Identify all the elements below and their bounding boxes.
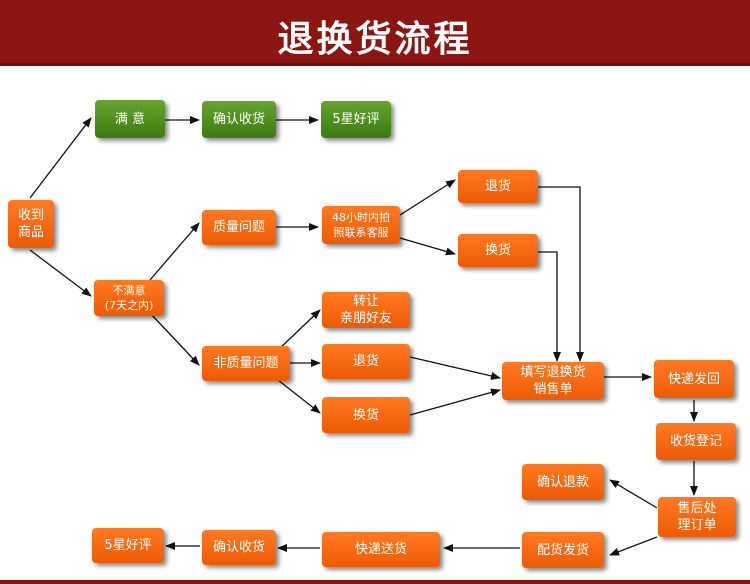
express-return-node: 快递发回	[654, 360, 734, 398]
transfer-friends-node: 转让 亲朋好友	[322, 292, 410, 328]
title-banner: 退换货流程	[0, 0, 750, 66]
node-label: 满 意	[114, 111, 146, 127]
arrow-unsatisfied-quality	[149, 222, 200, 281]
node-label: 5星好评	[104, 538, 152, 553]
node-label: 快递送货	[354, 542, 407, 557]
after-sale-order-node: 售后处 理订单	[658, 497, 736, 537]
node-label: 退货	[352, 354, 379, 369]
arrow-photo-return	[399, 179, 456, 216]
node-label: 确认收货	[212, 540, 265, 555]
arrow-aftersale-ship	[609, 536, 658, 556]
arrow-receive-unsatisfied	[29, 249, 92, 297]
arrow-unsatisfied-nonquality	[149, 312, 200, 366]
node-label: 48小时内拍 照联系客服	[332, 211, 390, 239]
arrow-returnmid-form	[409, 356, 501, 380]
node-label: 确认退款	[536, 474, 589, 490]
confirm-receipt-bottom-node: 确认收货	[202, 530, 276, 565]
return-mid-node: 退货	[322, 344, 410, 379]
arrow-returntop-form	[538, 186, 584, 362]
unsatisfied-node: 不满意 (7天之内)	[94, 280, 164, 316]
node-label: 收货登记	[669, 434, 722, 449]
arrow-exchangetop-form	[538, 251, 561, 362]
exchange-mid-node: 换货	[322, 397, 410, 433]
arrow-nonquality-exchange	[277, 379, 321, 414]
node-label: 收到 商品	[17, 208, 44, 240]
fill-return-form-node: 填写退换货 销售单	[502, 362, 604, 400]
node-label: 退货	[484, 179, 511, 194]
arrow-nonquality-transfer	[277, 309, 321, 351]
photo-contact-service-node: 48小时内拍 照联系客服	[322, 206, 400, 244]
quality-issue-node: 质量问题	[202, 210, 276, 245]
node-label: 非质量问题	[213, 356, 279, 371]
arrow-receive-satisfied	[29, 117, 92, 199]
node-label: 填写退换货 销售单	[520, 365, 586, 397]
node-label: 售后处 理订单	[677, 501, 717, 533]
bottom-border	[0, 580, 750, 584]
node-label: 快递发回	[667, 371, 720, 387]
page-title: 退换货流程	[277, 19, 473, 60]
node-label: 换货	[352, 407, 379, 423]
express-delivery-node: 快递送货	[322, 532, 440, 567]
node-label: 配货发货	[536, 542, 589, 558]
node-label: 质量问题	[212, 220, 265, 235]
confirm-receipt-top-node: 确认收货	[202, 101, 276, 138]
satisfied-node: 满 意	[95, 100, 165, 138]
receive-goods-node: 收到 商品	[8, 200, 54, 248]
node-label: 转让 亲朋好友	[339, 294, 392, 326]
five-star-bottom-node: 5星好评	[92, 528, 164, 563]
node-label: 5星好评	[332, 112, 380, 127]
confirm-refund-node: 确认退款	[522, 464, 604, 500]
node-label: 确认收货	[212, 112, 265, 127]
non-quality-issue-node: 非质量问题	[202, 346, 290, 381]
arrow-aftersale-refund	[609, 479, 658, 509]
five-star-top-node: 5星好评	[321, 101, 391, 138]
node-label: 不满意 (7天之内)	[104, 284, 154, 312]
node-label: 换货	[484, 243, 511, 258]
exchange-top-node: 换货	[458, 234, 538, 267]
receipt-register-node: 收货登记	[656, 423, 736, 460]
arrow-photo-exchange	[399, 237, 456, 256]
ship-goods-node: 配货发货	[522, 532, 604, 568]
return-top-node: 退货	[458, 170, 538, 203]
arrow-exchangemid-form	[409, 388, 501, 416]
